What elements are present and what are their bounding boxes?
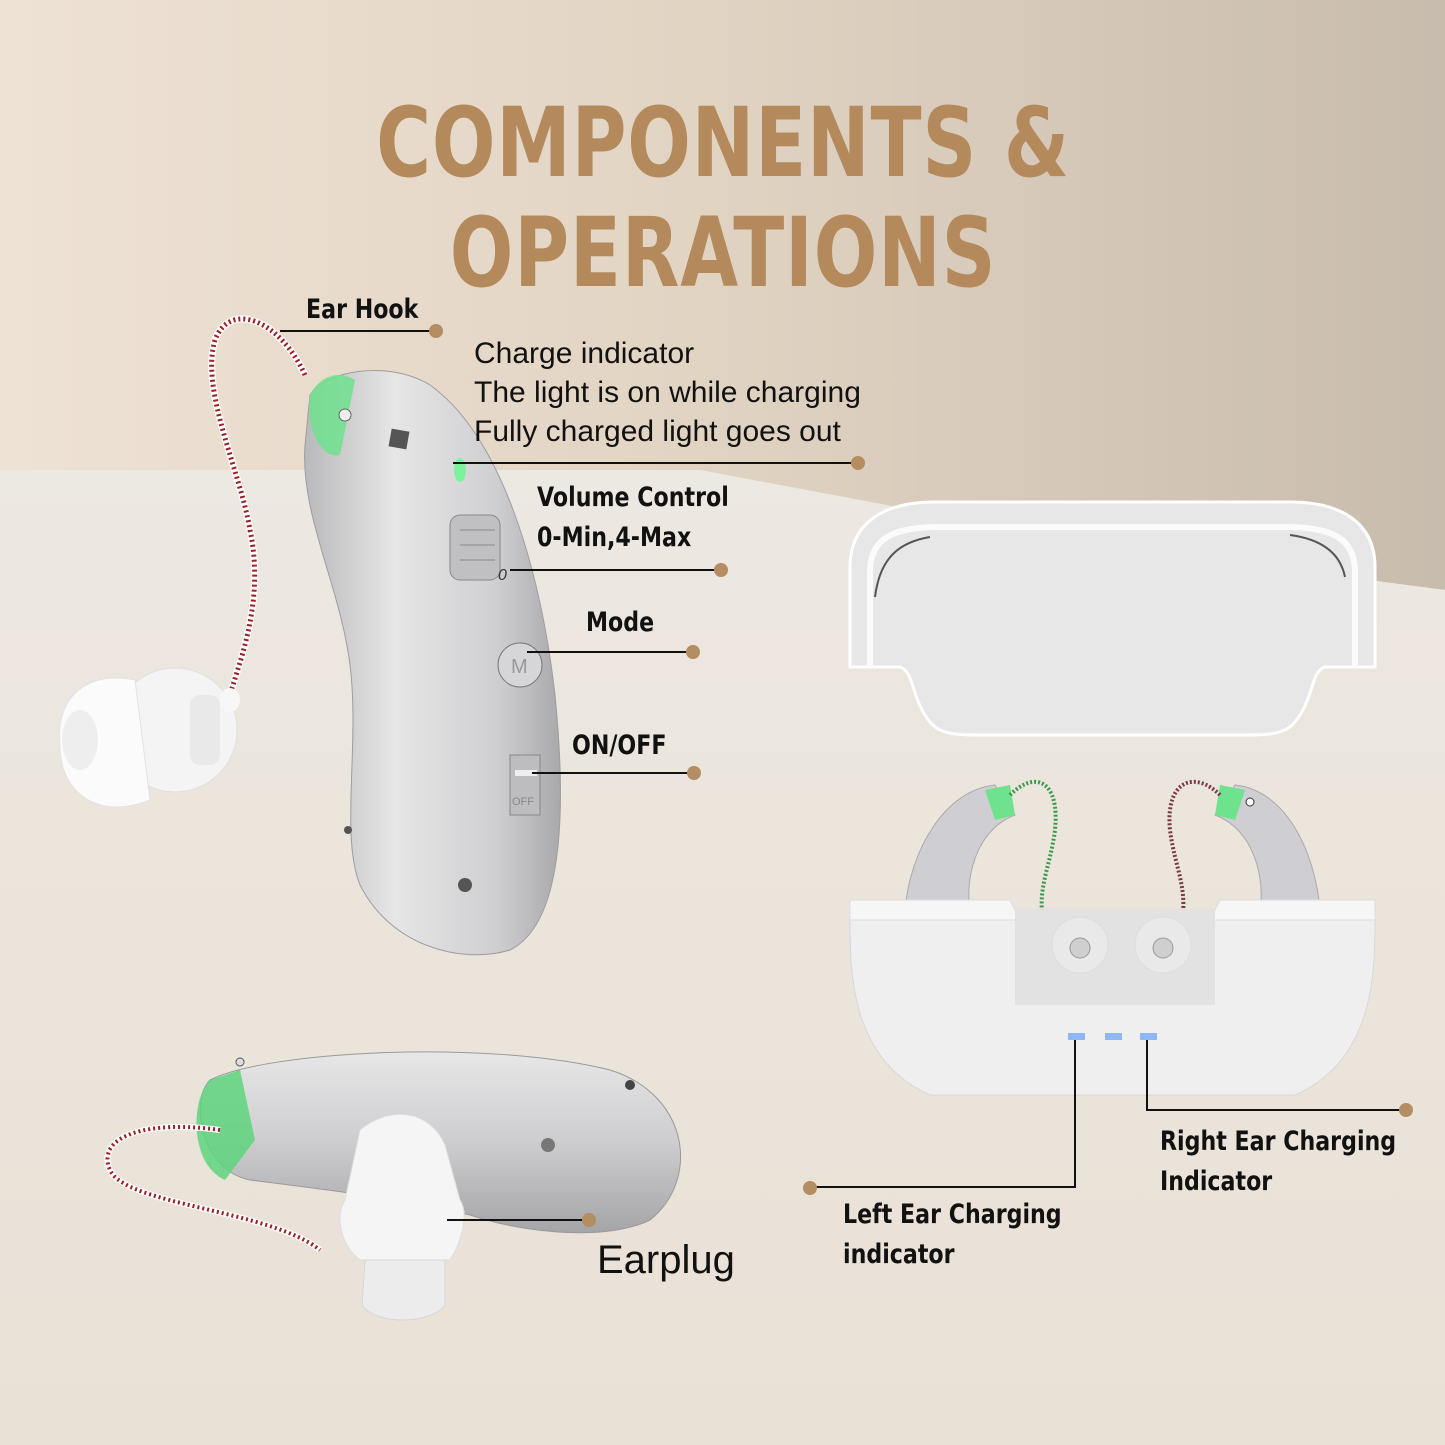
center-charging-led [1105,1033,1122,1040]
page-title: COMPONENTS & OPERATIONS [376,87,1070,309]
volume-control-dot [714,563,728,577]
ear-hook-leader-line [280,330,432,332]
svg-text:OFF: OFF [512,796,534,808]
earplug-dot [582,1213,596,1227]
mode-dot [686,645,700,659]
right-charging-led [1140,1033,1157,1040]
left-hearing-aid-in-case [904,779,1058,931]
charge-indicator-line-2: The light is on while charging [474,376,861,409]
earplug-label: Earplug [597,1238,735,1282]
on-off-label: ON/OFF [572,730,667,761]
svg-text:M: M [511,656,528,678]
volume-control-leader-line [510,569,715,571]
left-charging-dot [803,1181,817,1195]
volume-range-label: 0-Min,4-Max [537,522,692,553]
left-charging-label-line-2: indicator [843,1239,955,1270]
charge-indicator-line-3: Fully charged light goes out [474,415,841,448]
charging-case-lid [848,500,1377,737]
mode-leader-line [527,651,687,653]
volume-wheel: 0 [449,514,507,584]
mode-button: M [497,642,543,688]
charge-indicator-leader-line [453,462,853,464]
charge-indicator-led [454,458,466,482]
left-charging-led [1068,1033,1085,1040]
left-charging-leader-vertical [1074,1040,1076,1188]
right-charging-dot [1399,1103,1413,1117]
on-off-dot [687,766,701,780]
dome-earplug [59,667,240,808]
mode-label: Mode [586,607,655,638]
svg-text:0: 0 [498,567,507,584]
charge-indicator-line-1: Charge indicator [474,337,695,370]
right-charging-leader-horizontal [1146,1109,1400,1111]
on-off-switch: OFF [509,754,541,816]
right-charging-leader-vertical [1146,1040,1148,1110]
right-charging-label-line-2: Indicator [1160,1166,1273,1197]
charge-indicator-dot [851,456,865,470]
hearing-aid-side-view: 0 M OFF [304,370,561,956]
right-charging-label-line-1: Right Ear Charging [1160,1126,1397,1157]
ear-hook-dot [429,324,443,338]
earplug-leader-line [447,1219,585,1221]
volume-control-label: Volume Control [537,482,729,513]
ear-hook-label: Ear Hook [306,294,419,325]
left-charging-leader-horizontal [815,1186,1076,1188]
charging-case [849,779,1376,1096]
hearing-aid-top-view [104,1051,681,1321]
left-charging-label-line-1: Left Ear Charging [843,1199,1062,1230]
led-green-side [196,1070,255,1180]
on-off-leader-line [532,772,689,774]
led-green-top [309,375,355,456]
earplug-dome [339,1114,465,1321]
ear-hook-wire-illustration [59,315,309,808]
right-hearing-aid-in-case [1167,779,1321,931]
